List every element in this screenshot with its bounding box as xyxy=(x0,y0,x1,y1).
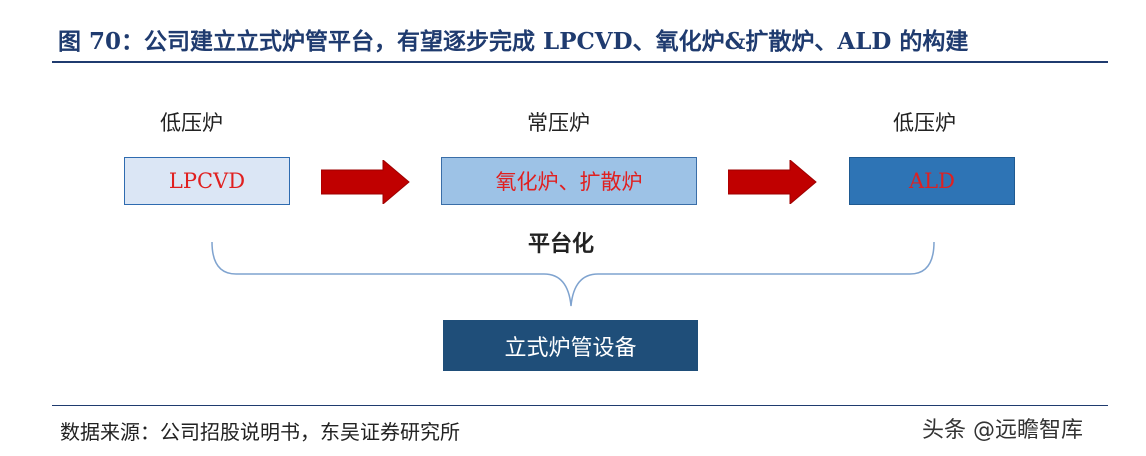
stage-2-category: 常压炉 xyxy=(527,111,590,135)
stage-3-category: 低压炉 xyxy=(893,111,956,135)
oxidation-diffusion-label: 氧化炉、扩散炉 xyxy=(495,170,643,194)
bottom-divider xyxy=(52,405,1108,406)
ald-box: ALD xyxy=(849,157,1015,205)
ald-label: ALD xyxy=(909,169,955,193)
source-note: 数据来源：公司招股说明书，东吴证券研究所 xyxy=(60,420,460,444)
lpcvd-box: LPCVD xyxy=(124,157,290,205)
stage-1-category: 低压炉 xyxy=(160,111,223,135)
lpcvd-label: LPCVD xyxy=(168,169,246,193)
platform-label: 平台化 xyxy=(528,231,595,257)
oxidation-diffusion-box: 氧化炉、扩散炉 xyxy=(441,157,697,205)
figure-title: 图 70：公司建立立式炉管平台，有望逐步完成 LPCVD、氧化炉&扩散炉、ALD… xyxy=(58,28,969,55)
vertical-furnace-equipment-box: 立式炉管设备 xyxy=(443,320,698,371)
arrow-right-icon-2 xyxy=(728,160,817,204)
brace-connector xyxy=(211,241,935,307)
watermark: 头条 @远瞻智库 xyxy=(922,418,1083,443)
arrow-right-icon-1 xyxy=(321,160,410,204)
equipment-label: 立式炉管设备 xyxy=(504,335,637,361)
top-divider xyxy=(52,61,1108,63)
